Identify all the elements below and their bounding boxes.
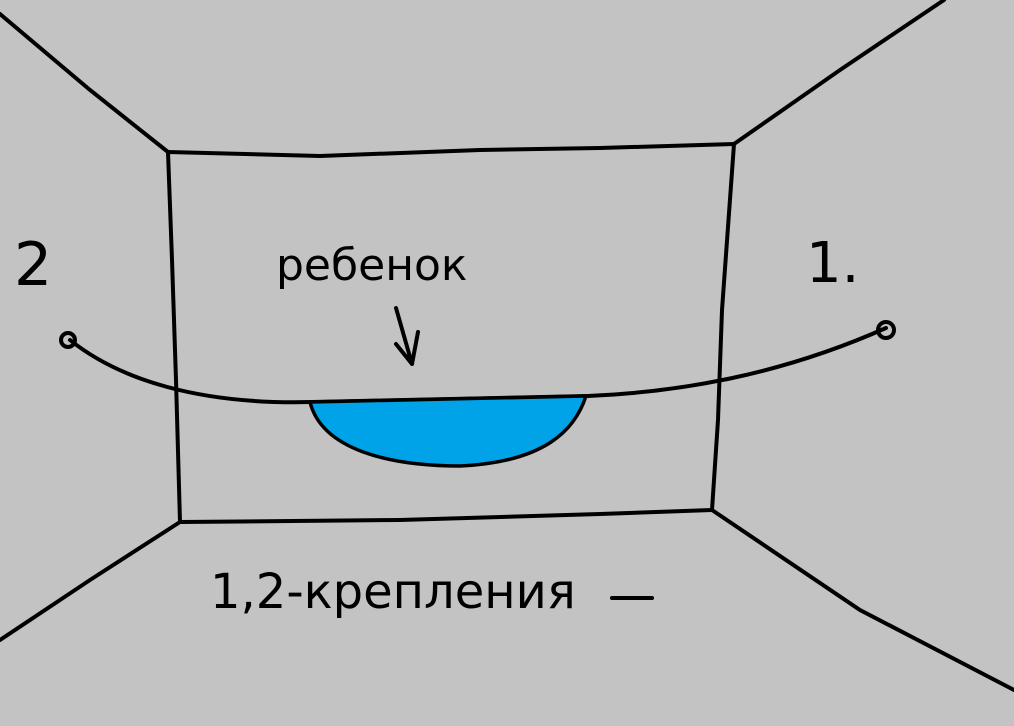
caption-label: 1,2-крепления xyxy=(210,564,576,620)
corner-line-top-right xyxy=(732,0,946,146)
corner-line-bottom-right xyxy=(710,508,1014,692)
back-wall xyxy=(166,142,736,524)
corner-line-top-left xyxy=(0,12,170,154)
anchor-label-left: 2 xyxy=(14,230,52,300)
child-label: ребенок xyxy=(276,240,467,291)
hammock-body xyxy=(308,394,588,468)
arrow-down-icon xyxy=(394,306,420,366)
hammock-rope xyxy=(68,326,888,405)
anchor-label-right: 1. xyxy=(806,231,859,296)
anchor-point-left-icon xyxy=(59,331,77,349)
anchor-point-right-icon xyxy=(876,320,896,340)
corner-line-bottom-left xyxy=(0,520,182,642)
